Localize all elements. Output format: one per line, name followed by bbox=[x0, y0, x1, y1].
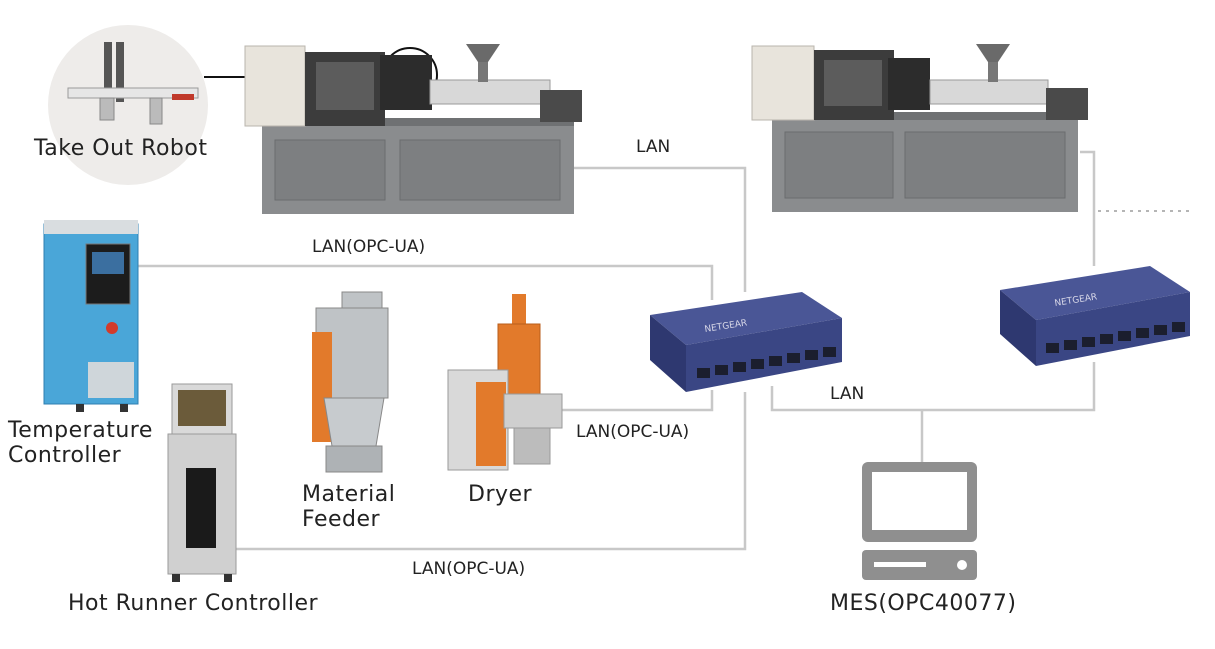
link-label-lan-opcua-dryer: LAN(OPC-UA) bbox=[576, 422, 690, 442]
link-label-lan-opcua-temp: LAN(OPC-UA) bbox=[312, 237, 426, 257]
link-label-lan-top: LAN bbox=[636, 137, 671, 157]
hot-runner-controller-icon bbox=[167, 383, 237, 582]
take-out-robot-icon bbox=[48, 25, 208, 185]
injection-machine-2-icon bbox=[751, 44, 1088, 212]
cable-dryer-switch1 bbox=[560, 390, 714, 412]
cable-machine2-switch2 bbox=[1080, 150, 1096, 266]
material-feeder-label: Material Feeder bbox=[302, 482, 396, 533]
network-switch-1-icon: NETGEAR bbox=[650, 292, 842, 392]
link-label-lan-mes: LAN bbox=[830, 384, 865, 404]
cable-machine1-switch1 bbox=[572, 166, 747, 292]
dryer-icon bbox=[447, 294, 563, 471]
cable-hotrunner-switch1 bbox=[236, 392, 747, 551]
dryer-label: Dryer bbox=[468, 482, 533, 507]
injection-machine-1-icon bbox=[244, 44, 582, 214]
material-feeder-icon bbox=[312, 291, 389, 473]
cables bbox=[138, 150, 1096, 551]
temperature-controller-label: Temperature Controller bbox=[8, 418, 153, 469]
cable-switch1-switch2 bbox=[770, 362, 1096, 412]
take-out-robot-label: Take Out Robot bbox=[34, 136, 208, 161]
hot-runner-controller-label: Hot Runner Controller bbox=[68, 591, 319, 616]
network-switch-2-icon: NETGEAR bbox=[1000, 266, 1190, 366]
cable-temp-switch1 bbox=[138, 264, 714, 300]
link-label-lan-opcua-hotrunner: LAN(OPC-UA) bbox=[412, 559, 526, 579]
temperature-controller-icon bbox=[43, 220, 139, 412]
mes-label: MES(OPC40077) bbox=[830, 591, 1017, 616]
mes-computer-icon bbox=[862, 462, 977, 580]
